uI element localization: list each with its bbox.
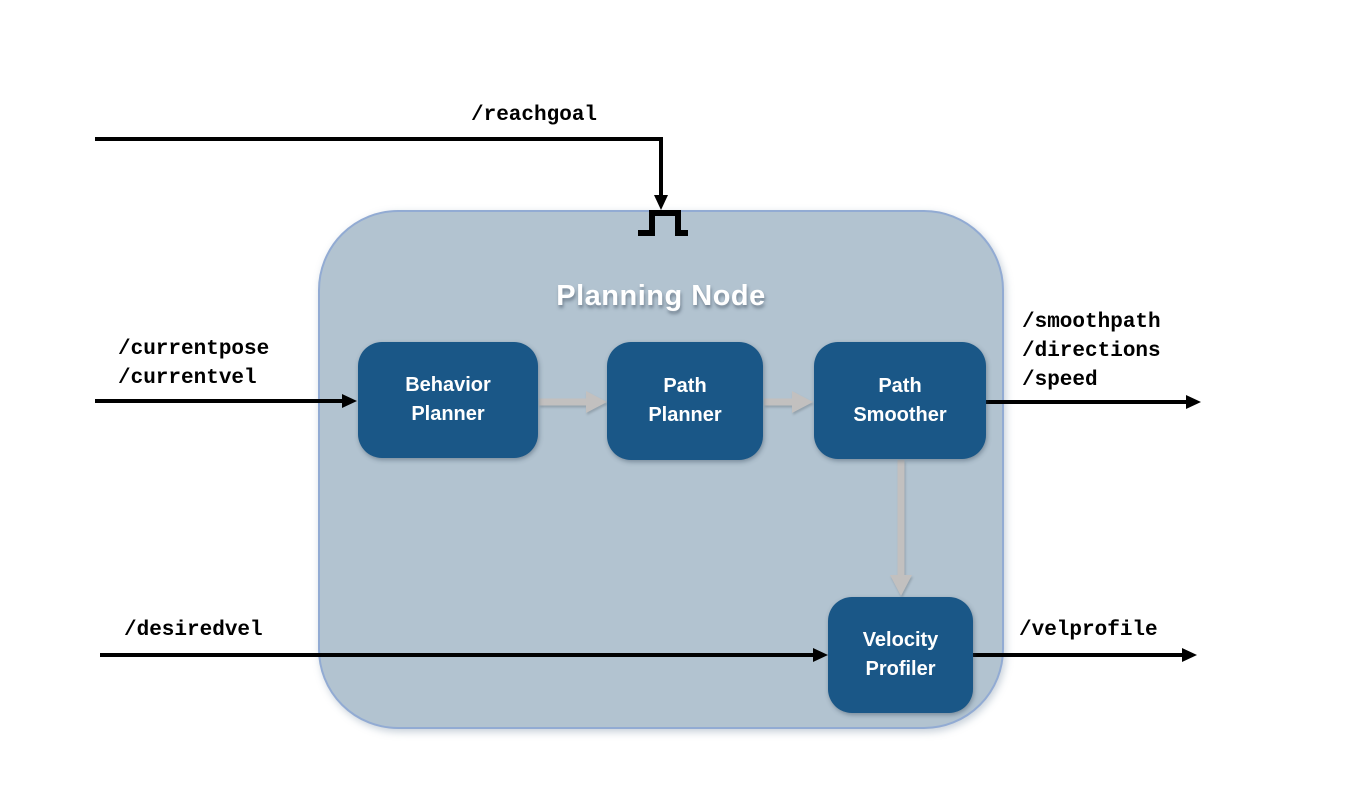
flow-arrowhead-icon [890,575,912,596]
currentpose-arrowhead-icon [342,394,357,408]
velocity-profiler-block: Velocity Profiler [828,597,973,713]
topic-label-reachgoal: /reachgoal [471,104,598,127]
topic-label-directions: /directions [1022,340,1161,363]
topic-label-velprofile: /velprofile [1019,619,1158,642]
behavior-planner-block: Behavior Planner [358,342,538,458]
path-planner-block: Path Planner [607,342,763,460]
flow-arrowhead-icon [586,391,607,413]
block-label-line: Planner [411,403,485,425]
flow-arrowhead-icon [792,391,813,413]
block-label-line: Path [878,374,922,397]
topic-label-desiredvel: /desiredvel [124,619,263,642]
flow-smoother-to-velocity [890,460,912,596]
smoothpath-arrowhead-icon [1186,395,1201,409]
topic-label-currentpose: /currentpose [118,338,270,361]
block-label-line: Velocity [862,629,939,651]
block-label-line: Planner [648,404,722,426]
block-label-line: Path [663,375,707,397]
block-label-line: Smoother [853,403,947,426]
reachgoal-arrowhead-down-icon [654,195,668,210]
planning-node-title: Planning Node [556,280,766,312]
reachgoal-arrow-line [95,137,663,196]
desiredvel-arrowhead-icon [813,648,828,662]
topic-label-current-inputs: /currentpose /currentvel [118,335,269,393]
topic-label-currentvel: /currentvel [118,367,257,390]
flow-behavior-to-pathplanner [539,391,607,413]
topic-label-smoothpath: /smoothpath [1022,311,1161,334]
velprofile-arrowhead-icon [1182,648,1197,662]
topic-label-smooth-outputs: /smoothpath /directions /speed [1022,308,1161,395]
block-label-line: Profiler [865,658,936,680]
flow-pathplanner-to-smoother [764,391,813,413]
topic-label-speed: /speed [1022,369,1098,392]
path-smoother-block: Path Smoother [814,342,986,459]
block-label-line: Behavior [405,374,491,396]
pulse-signal-icon [638,210,688,236]
